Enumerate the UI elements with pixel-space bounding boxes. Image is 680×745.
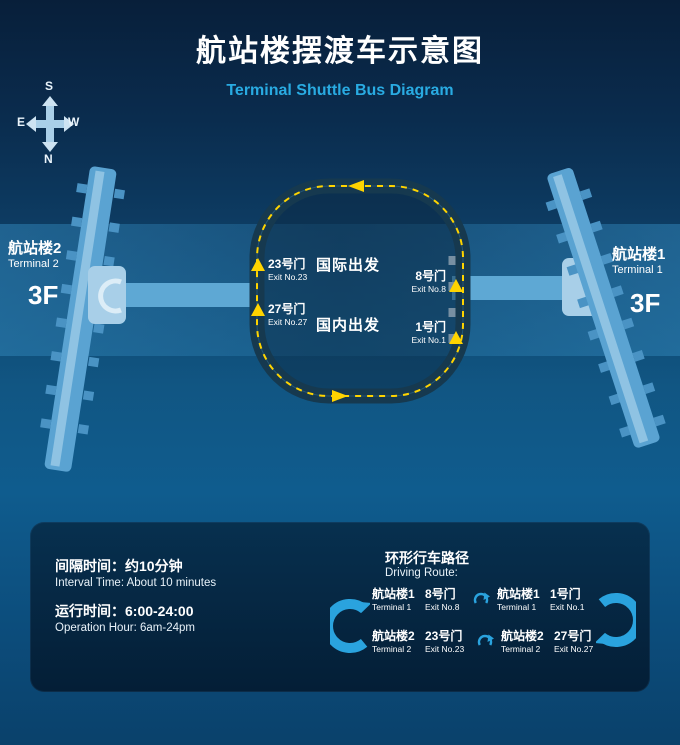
compass-rose-icon xyxy=(26,96,74,152)
shuttle-route-dashed-line xyxy=(256,185,464,397)
terminal2-floor-label: 3F xyxy=(28,280,59,310)
exit23-arrow-icon xyxy=(251,258,265,271)
loop-top-arrow-icon xyxy=(348,180,364,192)
interval-time-en: Interval Time: About 10 minutes xyxy=(55,577,217,589)
exit8-cn: 8号门 xyxy=(415,269,446,283)
loop-bottom-arrow-icon xyxy=(332,390,348,402)
exit8-label: 8号门 Exit No.8 xyxy=(398,269,447,294)
terminal2-pier xyxy=(36,166,125,472)
operation-hour-en: Operation Hour: 6am-24pm xyxy=(55,622,195,634)
route-row-2: 航站楼2 Terminal 2 23号门 Exit No.23 航站楼2 Ter… xyxy=(372,629,598,655)
exit27-arrow-icon xyxy=(251,303,265,316)
terminal2-label: 航站楼2 Terminal 2 xyxy=(8,240,61,271)
exit27-label: 27号门 Exit No.27 xyxy=(268,302,308,327)
operation-hour-cn: 运行时间：6:00-24:00 xyxy=(55,603,194,619)
route1-stop2: 8号门 Exit No.8 xyxy=(425,587,460,612)
terminal1-building xyxy=(448,230,604,344)
route-row-1: 航站楼1 Terminal 1 8号门 Exit No.8 航站楼1 Termi… xyxy=(372,587,590,613)
exit27-cn: 27号门 xyxy=(268,302,306,316)
interval-time-cn: 间隔时间：约10分钟 xyxy=(55,558,183,574)
compass-north-label: N xyxy=(44,152,53,166)
terminal1-floor-label: 3F xyxy=(630,288,661,318)
exit27-en: Exit No.27 xyxy=(268,316,308,327)
circular-route-icon xyxy=(477,634,494,646)
compass-east-label: E xyxy=(17,115,26,129)
exit8-arrow-icon xyxy=(449,279,463,292)
exit1-label: 1号门 Exit No.1 xyxy=(398,320,447,345)
exit8-en: Exit No.8 xyxy=(411,283,447,294)
terminal1-name-en: Terminal 1 xyxy=(612,264,663,276)
exit23-label: 23号门 Exit No.23 xyxy=(268,257,308,282)
driving-route-title-cn: 环形行车路径 xyxy=(385,550,469,566)
page-subtitle: Terminal Shuttle Bus Diagram xyxy=(226,82,454,99)
exit1-arrow-icon xyxy=(449,331,463,344)
circular-route-icon xyxy=(473,592,490,604)
route-direction-arrows xyxy=(251,180,463,402)
loop-arrow-right-icon xyxy=(596,593,636,647)
terminal1-pier xyxy=(545,168,667,448)
terminal2-name-en: Terminal 2 xyxy=(8,258,59,270)
compass-west-label: W xyxy=(68,115,80,129)
route2-stop3: 航站楼2 Terminal 2 xyxy=(501,629,544,654)
route1-stop1: 航站楼1 Terminal 1 xyxy=(372,587,415,612)
exit23-cn: 23号门 xyxy=(268,257,306,271)
compass-south-label: S xyxy=(45,79,54,93)
loop-arrow-left-icon xyxy=(330,599,370,653)
route1-stop4: 1号门 Exit No.1 xyxy=(550,587,585,612)
route1-stop3: 航站楼1 Terminal 1 xyxy=(497,587,540,612)
exit23-en: Exit No.23 xyxy=(268,271,308,282)
exit1-cn: 1号门 xyxy=(415,320,446,334)
route2-stop2: 23号门 Exit No.23 xyxy=(425,629,465,654)
international-departure-label: 国际出发 xyxy=(316,257,381,274)
driving-route-title-en: Driving Route: xyxy=(385,567,458,579)
terminal2-name-cn: 航站楼2 xyxy=(8,240,62,257)
terminal1-name-cn: 航站楼1 xyxy=(612,246,666,263)
exit1-en: Exit No.1 xyxy=(411,334,447,345)
route2-stop1: 航站楼2 Terminal 2 xyxy=(372,629,415,654)
terminal1-label: 航站楼1 Terminal 1 xyxy=(612,246,665,277)
domestic-departure-label: 国内出发 xyxy=(316,317,381,334)
route2-stop4: 27号门 Exit No.27 xyxy=(554,629,594,654)
page-title: 航站楼摆渡车示意图 xyxy=(196,35,484,68)
